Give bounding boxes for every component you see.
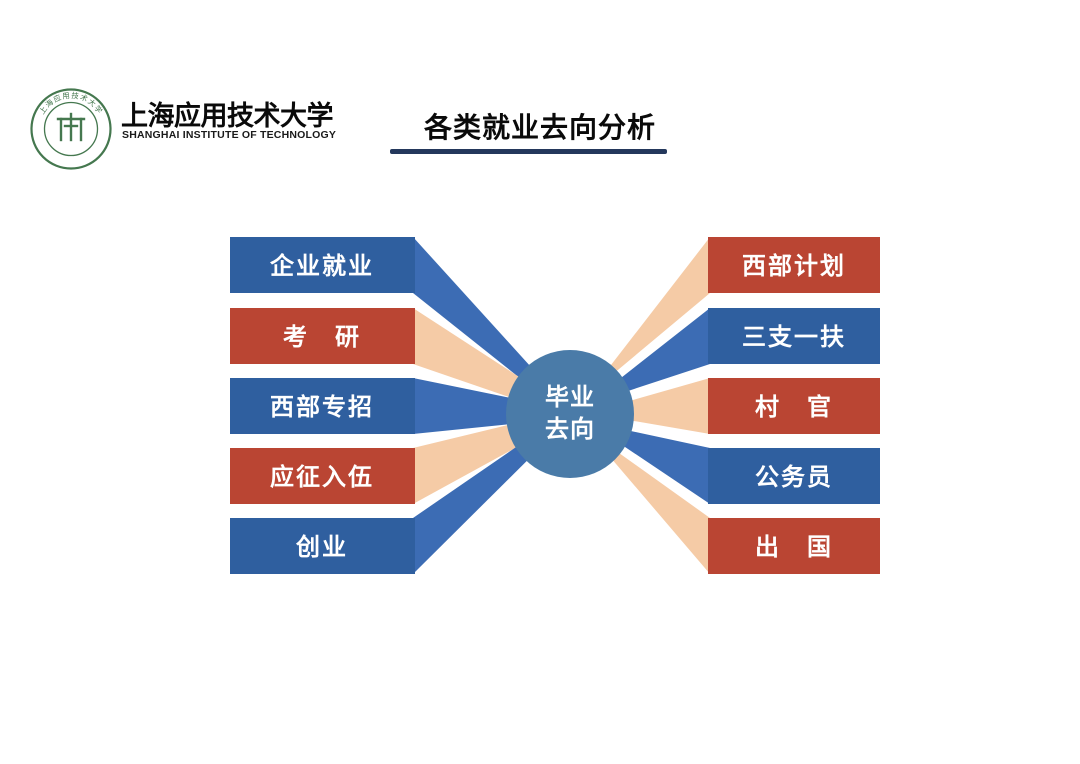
left-bar-2 (230, 308, 415, 364)
left-bar-4 (230, 448, 415, 504)
right-bar-3 (708, 378, 880, 434)
right-bar-1 (708, 237, 880, 293)
right-ribbon-3 (570, 378, 710, 434)
right-bar-5 (708, 518, 880, 574)
right-bar-2-label: 三支一扶 (742, 324, 846, 351)
left-bar-3-label: 西部专招 (270, 393, 374, 421)
left-bar-3 (230, 378, 415, 434)
title-underline (390, 149, 667, 154)
left-bar-4-label: 应征入伍 (270, 463, 374, 491)
left-bars: 企业就业 考 研 西部专招 应征入伍 创业 (230, 237, 415, 574)
logo-outer-ring (30, 88, 112, 170)
center-label-line1: 毕业 (545, 384, 595, 411)
right-bar-3-label: 村 官 (755, 393, 833, 421)
university-name-cn: 上海应用技术大学 (121, 101, 334, 131)
right-bar-1-label: 西部计划 (742, 252, 846, 280)
page-title: 各类就业去向分析 (423, 112, 656, 143)
right-bar-4-label: 公务员 (755, 463, 833, 491)
right-bars: 西部计划 三支一扶 村 官 公务员 出 国 (708, 237, 880, 574)
university-name-en: SHANGHAI INSTITUTE OF TECHNOLOGY (122, 129, 337, 141)
right-bar-5-label: 出 国 (755, 534, 833, 561)
university-logo: 上海应用技术大学 (30, 88, 112, 170)
left-bar-1-label: 企业就业 (270, 252, 374, 280)
left-bar-5 (230, 518, 415, 574)
right-bar-4 (708, 448, 880, 504)
left-bar-5-label: 创业 (295, 534, 348, 561)
left-bar-1 (230, 237, 415, 293)
left-bar-2-label: 考 研 (283, 324, 361, 351)
logo-inner-ring (43, 101, 99, 157)
logo-emblem-icon (56, 112, 86, 142)
right-bar-2 (708, 308, 880, 364)
center-label-line2: 去向 (545, 415, 595, 443)
center-circle (506, 350, 634, 478)
